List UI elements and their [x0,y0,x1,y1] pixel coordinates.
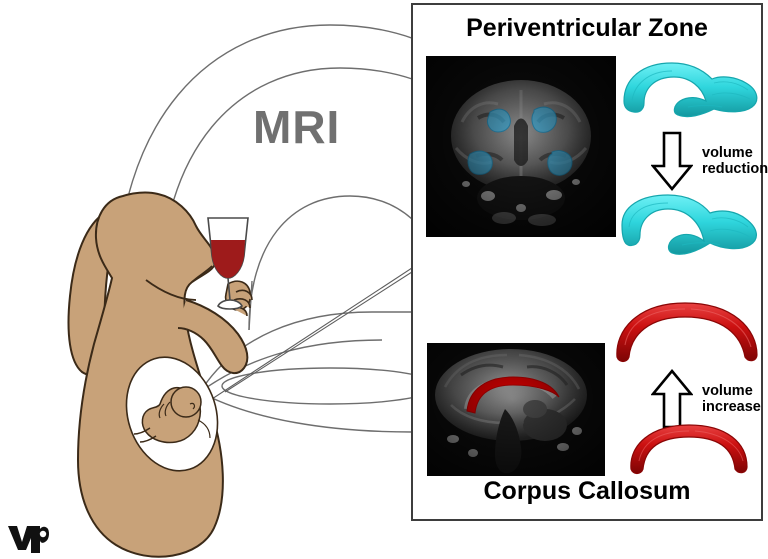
vp-logo-icon [8,526,49,553]
cc-3d-after-svg [630,424,748,475]
volume-reduction-line2: reduction [702,161,768,177]
corpus-callosum-title: Corpus Callosum [483,477,691,505]
volume-reduction-annotation: volume reduction [651,130,768,192]
pvz-3d-after-svg [621,194,757,255]
volume-reduction-line1: volume [702,144,753,161]
fetus-in-womb [125,356,219,472]
illustration-svg [67,24,473,558]
volume-increase-line1: volume [702,382,753,399]
periventricular-zone-3d-render-after [618,191,766,263]
mri-machine-label: MRI [253,101,341,153]
illustration-pregnant-woman-mri: MRI [67,24,473,558]
results-panel: Periventricular Zone [411,3,768,521]
pvz-3d-before-svg [623,62,758,118]
sagittal-mri-svg [427,343,605,476]
periventricular-zone-3d-render-before [618,57,766,125]
wine-glass [207,217,249,310]
periventricular-zone-title: Periventricular Zone [466,14,708,42]
cc-3d-before-svg [616,302,758,363]
coronal-mri-svg [426,56,616,237]
volume-increase-line2: increase [702,399,761,415]
coronal-brain-mri-slice [426,56,616,237]
connector-lines [185,267,413,417]
volume-increase-caption: volume increase [702,383,761,415]
volume-increase-annotation: volume increase [651,368,761,430]
corpus-callosum-3d-render-after [611,415,767,477]
corpus-callosum-3d-render-before [607,295,767,363]
arrow-down-icon [651,131,693,192]
vp-logo-watermark [6,520,50,554]
sagittal-brain-mri-slice [427,343,605,476]
volume-reduction-caption: volume reduction [702,145,768,177]
